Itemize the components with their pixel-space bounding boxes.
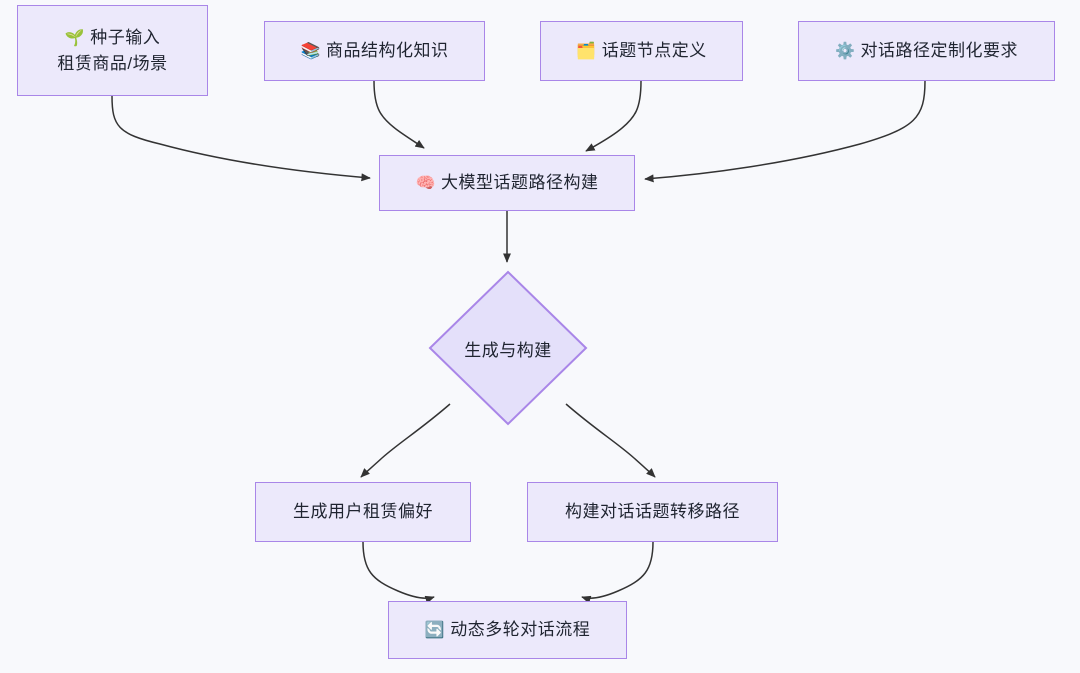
node-build-topic-transfer-path-label: 构建对话话题转移路径: [565, 502, 740, 522]
diamond-shape: [428, 270, 588, 426]
brain-icon: 🧠: [415, 175, 436, 193]
node-build-topic-transfer-path[interactable]: 构建对话话题转移路径: [527, 482, 778, 542]
node-dialog-path-custom-requirements-content: ⚙️对话路径定制化要求: [829, 38, 1024, 64]
node-seed-input-line1: 种子输入: [90, 28, 161, 47]
books-icon: 📚: [300, 43, 321, 61]
node-seed-input[interactable]: 🌱种子输入租赁商品/场景: [17, 5, 208, 96]
node-dialog-path-custom-requirements[interactable]: ⚙️对话路径定制化要求: [798, 21, 1055, 81]
node-llm-topic-path-construction-content: 🧠大模型话题路径构建: [410, 170, 605, 196]
edge-dialog-path-requirements-to-llm: [644, 80, 926, 183]
node-topic-node-definition-content: 🗂️话题节点定义: [570, 38, 712, 64]
edge-product-knowledge-to-llm: [373, 80, 425, 149]
gear-icon: ⚙️: [835, 43, 856, 61]
node-generate-user-rental-preference[interactable]: 生成用户租赁偏好: [255, 482, 471, 542]
node-generate-and-build-label: 生成与构建: [464, 340, 552, 360]
node-generate-user-rental-preference-label: 生成用户租赁偏好: [293, 502, 433, 522]
edge-user-preference-to-dialog-flow: [362, 541, 435, 604]
node-dynamic-multi-turn-dialog-flow-label: 动态多轮对话流程: [450, 620, 591, 640]
node-product-knowledge-label: 商品结构化知识: [325, 41, 449, 61]
seedling-icon: 🌱: [64, 30, 86, 47]
node-seed-input-content: 🌱种子输入租赁商品/场景: [51, 25, 173, 76]
node-dialog-path-custom-requirements-label: 对话路径定制化要求: [860, 41, 1018, 61]
edge-transfer-path-to-dialog-flow: [581, 541, 654, 604]
node-dynamic-multi-turn-dialog-flow[interactable]: 🔄动态多轮对话流程: [388, 601, 627, 659]
refresh-cycle-icon: 🔄: [424, 622, 446, 640]
node-dynamic-multi-turn-dialog-flow-content: 🔄动态多轮对话流程: [419, 617, 596, 643]
edge-topic-node-definition-to-llm: [585, 80, 642, 152]
node-topic-node-definition-label: 话题节点定义: [601, 41, 707, 61]
edge-seed-input-to-llm: [111, 95, 371, 182]
node-product-knowledge[interactable]: 📚商品结构化知识: [264, 21, 485, 81]
node-llm-topic-path-construction[interactable]: 🧠大模型话题路径构建: [379, 155, 635, 211]
node-generate-and-build[interactable]: 生成与构建: [428, 270, 588, 426]
node-product-knowledge-content: 📚商品结构化知识: [295, 38, 455, 64]
node-topic-node-definition[interactable]: 🗂️话题节点定义: [540, 21, 743, 81]
card-index-dividers-icon: 🗂️: [576, 43, 597, 61]
node-seed-input-line2: 租赁商品/场景: [57, 53, 168, 73]
node-llm-topic-path-construction-label: 大模型话题路径构建: [440, 173, 599, 193]
